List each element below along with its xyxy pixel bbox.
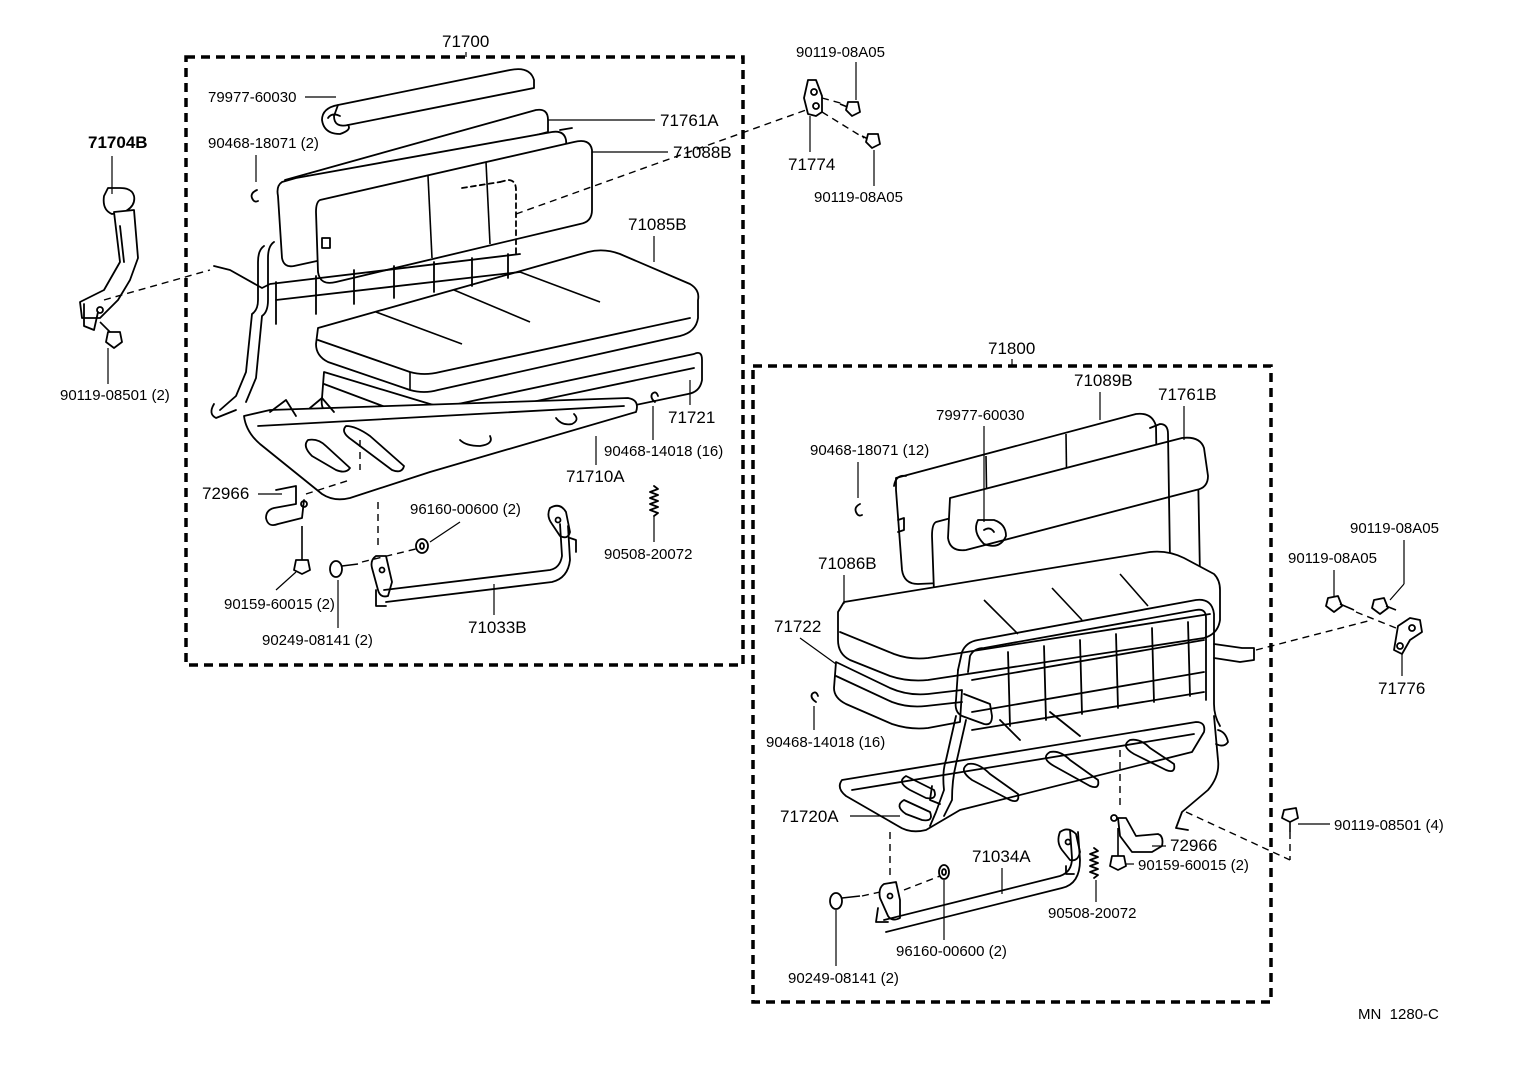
- label-71086B: 71086B: [818, 554, 877, 573]
- label-79977-front: 79977-60030: [936, 407, 1024, 424]
- washer-96160-rear: [415, 538, 429, 554]
- assembly-71700-boundary: [184, 55, 745, 667]
- label-71776: 71776: [1378, 679, 1425, 698]
- label-90508-20072-front: 90508-20072: [1048, 905, 1136, 922]
- label-90249-08141-rear: 90249-08141 (2): [262, 632, 373, 649]
- bolt-90119-08A05-top: [839, 101, 861, 117]
- seat-cushion-rear: [315, 249, 700, 393]
- label-90159-60015-rear: 90159-60015 (2): [224, 596, 335, 613]
- label-90119-08501-rear: 90119-08501 (2): [60, 387, 170, 404]
- spring-90508-front: [1089, 847, 1099, 879]
- bolt-90119-08501-rear: [99, 321, 123, 349]
- washer-96160-front: [938, 864, 950, 880]
- hinge-72966-rear: [265, 485, 308, 527]
- label-71722: 71722: [774, 617, 821, 636]
- clip-icon: [650, 391, 659, 403]
- label-72966-rear: 72966: [202, 484, 249, 503]
- label-90119-08A05-right: 90119-08A05: [1350, 520, 1439, 537]
- bolt-90119-08501-front: [1281, 807, 1299, 832]
- label-71721: 71721: [668, 408, 715, 427]
- label-90468-14018-rear: 90468-14018 (16): [604, 443, 723, 460]
- seat-belt-71704B: [79, 187, 139, 331]
- assembly-71700-label: 71700: [442, 32, 489, 51]
- label-90249-08141-front: 90249-08141 (2): [788, 970, 899, 987]
- label-71761B: 71761B: [1158, 385, 1217, 404]
- clip-icon: [250, 189, 259, 203]
- bolt-90119-08A05-right: [1371, 597, 1397, 615]
- bolt-90159-front: [1109, 828, 1127, 871]
- pad-79977-rear: [321, 68, 535, 135]
- label-72966-front: 72966: [1170, 836, 1217, 855]
- label-71720A: 71720A: [780, 807, 839, 826]
- label-90119-08A05-left: 90119-08A05: [1288, 550, 1377, 567]
- label-71088B: 71088B: [673, 143, 732, 162]
- label-71710A: 71710A: [566, 467, 625, 486]
- label-90119-08501-front: 90119-08501 (4): [1334, 817, 1444, 834]
- clip-icon: [854, 503, 863, 517]
- label-90159-60015-front: 90159-60015 (2): [1138, 857, 1249, 874]
- hinge-72966-front: [1110, 814, 1164, 853]
- label-90119-08A05-top: 90119-08A05: [796, 44, 885, 61]
- label-71704B: 71704B: [88, 133, 148, 152]
- bolt-90159-rear: [293, 526, 311, 575]
- label-71761A: 71761A: [660, 111, 719, 130]
- bolt-90249-rear: [329, 560, 359, 578]
- figure-code: MN 1280-C: [1358, 1006, 1439, 1023]
- label-90468-18071-rear: 90468-18071 (2): [208, 135, 319, 152]
- label-71033B: 71033B: [468, 618, 527, 637]
- label-71085B: 71085B: [628, 215, 687, 234]
- label-90468-14018-front: 90468-14018 (16): [766, 734, 885, 751]
- rod-71033B: [370, 504, 577, 607]
- label-79977-rear: 79977-60030: [208, 89, 296, 106]
- seatback-rear: [276, 108, 593, 284]
- bracket-71776: [1393, 617, 1423, 655]
- label-90508-20072-rear: 90508-20072: [604, 546, 692, 563]
- bolt-90249-front: [829, 892, 861, 910]
- rod-71034A: [875, 828, 1081, 933]
- label-71774: 71774: [788, 155, 835, 174]
- label-90468-18071-front: 90468-18071 (12): [810, 442, 929, 459]
- label-96160-00600-rear: 96160-00600 (2): [410, 501, 521, 518]
- bolt-90119-08A05-bottom: [861, 133, 881, 149]
- cushion-pad-front: [833, 661, 963, 730]
- clip-icon: [810, 691, 819, 703]
- bolt-90119-08A05-left: [1325, 595, 1355, 613]
- label-90119-08A05-bottom: 90119-08A05: [814, 189, 903, 206]
- seat-frame-front: [838, 598, 1255, 833]
- label-96160-00600-front: 96160-00600 (2): [896, 943, 1007, 960]
- seat-frame-rear: [210, 241, 638, 501]
- label-71034A: 71034A: [972, 847, 1031, 866]
- spring-90508-rear: [649, 485, 659, 517]
- bracket-71774: [803, 79, 823, 117]
- label-71089B: 71089B: [1074, 371, 1133, 390]
- assembly-71800-label: 71800: [988, 339, 1035, 358]
